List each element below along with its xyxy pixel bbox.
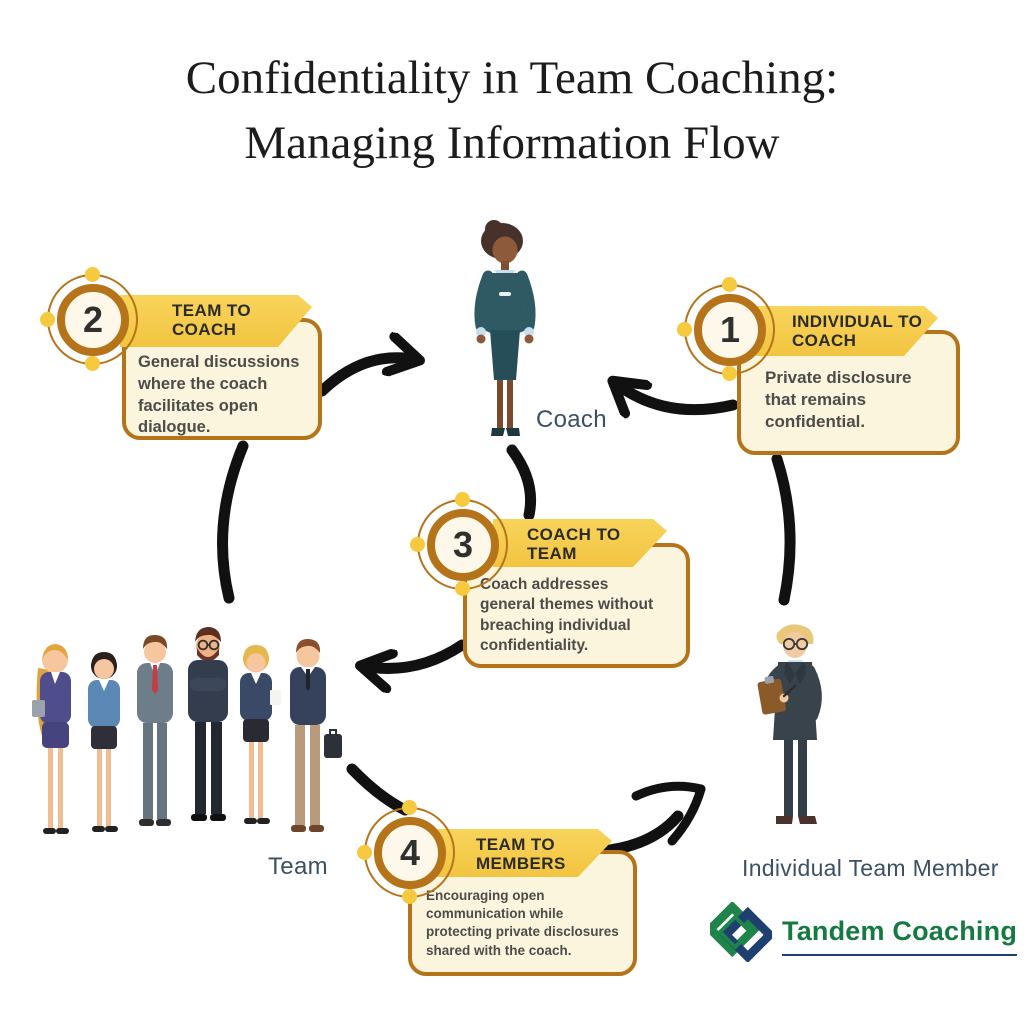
callout-3-number: 3	[427, 509, 499, 581]
tandem-diamond-icon	[710, 902, 772, 962]
team-label: Team	[268, 853, 328, 880]
callout-1-number: 1	[694, 294, 766, 366]
arc-box2-to-team	[217, 440, 249, 604]
arrow-team-to-members-wing-top	[631, 781, 706, 801]
callout-2-badge: 2	[40, 267, 141, 371]
callout-1-badge: 1	[677, 277, 778, 381]
badge-dot	[402, 889, 417, 904]
badge-dot	[722, 277, 737, 292]
page-title-line2: Managing Information Flow	[244, 116, 780, 169]
callout-4-title-line2: MEMBERS	[476, 854, 566, 874]
callout-1-banner: INDIVIDUAL TO COACH	[756, 306, 938, 356]
callout-4-title-line1: TEAM TO	[476, 835, 555, 854]
callout-3-title-line1: COACH TO	[527, 525, 621, 544]
arc-coach-to-box3	[506, 444, 537, 521]
badge-dot	[357, 845, 372, 860]
individual-member-label: Individual Team Member	[742, 855, 999, 881]
arc-team-to-box4	[346, 763, 411, 816]
arrow-team-to-coach	[316, 358, 418, 397]
arrow-individual-to-coach	[614, 382, 739, 410]
coach-label: Coach	[536, 406, 607, 433]
badge-dot	[40, 312, 55, 327]
callout-1-title-line1: INDIVIDUAL TO	[792, 312, 923, 331]
arrow-coach-to-team	[362, 639, 468, 668]
team-illustration	[32, 627, 342, 834]
page-title: Confidentiality in Team Coaching: Managi…	[0, 46, 1024, 176]
badge-dot	[722, 366, 737, 381]
coach-illustration	[474, 220, 536, 436]
arc-box1-to-individual	[771, 453, 796, 606]
callout-1-title-line2: COACH	[792, 331, 857, 351]
badge-dot	[85, 267, 100, 282]
callout-3-badge: 3	[410, 492, 511, 596]
page-title-line1: Confidentiality in Team Coaching:	[185, 52, 839, 104]
callout-4-number: 4	[374, 817, 446, 889]
arrow-team-to-members-shaft	[596, 810, 684, 857]
callout-2-title-line2: COACH	[172, 320, 237, 340]
badge-dot	[402, 800, 417, 815]
callout-3-banner: COACH TO TEAM	[493, 519, 667, 567]
tandem-coaching-logo: Tandem Coaching	[710, 902, 1018, 962]
badge-dot	[85, 356, 100, 371]
badge-dot	[455, 492, 470, 507]
callout-2-title-line1: TEAM TO	[172, 301, 251, 320]
callout-2-number: 2	[57, 284, 129, 356]
callout-4-banner: TEAM TO MEMBERS	[428, 829, 612, 877]
callout-2-banner: TEAM TO COACH	[120, 295, 312, 347]
badge-dot	[410, 537, 425, 552]
tandem-coaching-wordmark: Tandem Coaching	[782, 916, 1018, 956]
individual-member-illustration	[757, 624, 822, 824]
badge-dot	[455, 581, 470, 596]
callout-4-badge: 4	[357, 800, 458, 904]
callout-3-title-line2: TEAM	[527, 544, 577, 564]
badge-dot	[677, 322, 692, 337]
arrow-team-to-members-wing-bottom	[667, 784, 706, 846]
